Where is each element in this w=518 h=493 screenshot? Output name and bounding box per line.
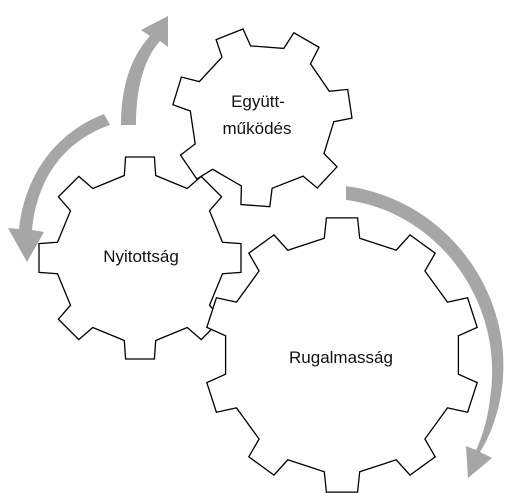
gear-nyitottsag-label: Nyitottság bbox=[103, 247, 179, 266]
gear-egyuttmukodes-label-line-2: működés bbox=[223, 119, 292, 138]
gear-rugalmassag-shape bbox=[206, 217, 478, 493]
gear-egyuttmukodes-label-line-1: Együtt- bbox=[231, 92, 285, 111]
arrow-left-icon bbox=[8, 114, 110, 262]
gear-egyuttmukodes-shape bbox=[172, 28, 353, 208]
arrow-top-left-icon bbox=[121, 16, 168, 125]
gear-rugalmassag-label: Rugalmasság bbox=[289, 348, 393, 367]
gear-nyitottsag-shape bbox=[38, 156, 242, 360]
gears bbox=[38, 28, 478, 493]
cycle-arrows bbox=[8, 16, 504, 478]
arrow-right-icon bbox=[346, 186, 504, 478]
gear-labels: Együtt- működés Nyitottság Rugalmasság bbox=[103, 92, 393, 367]
